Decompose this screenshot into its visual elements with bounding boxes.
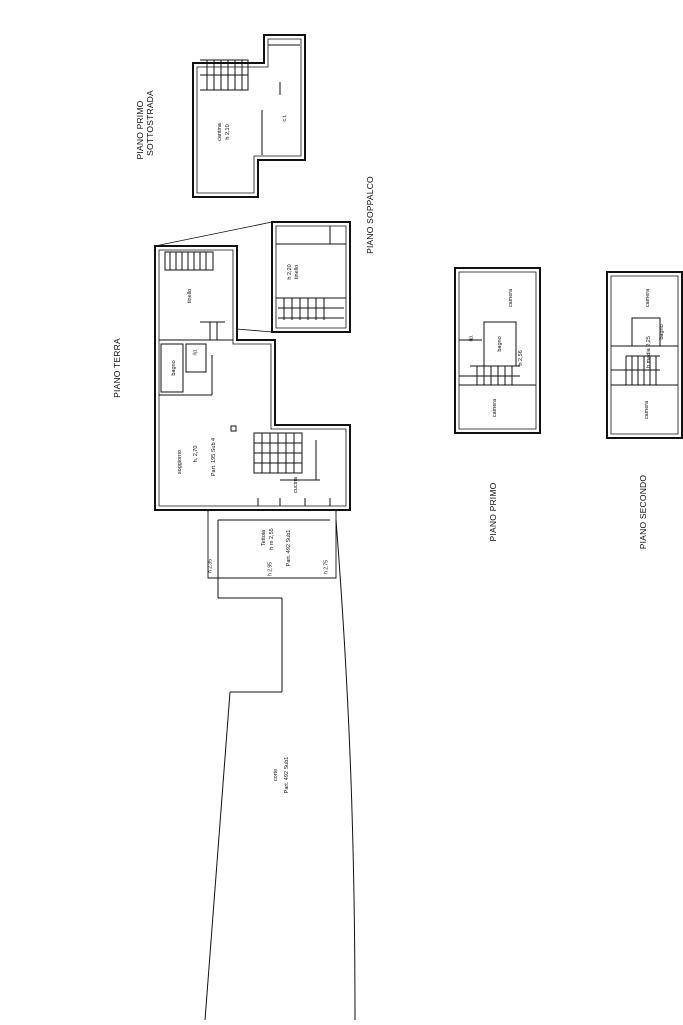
title-piano-terra: PIANO TERRA: [112, 338, 122, 398]
label-cantina-height: h 2,10: [225, 124, 231, 140]
label-cantina: cantina: [217, 123, 223, 141]
label-tinello: tinello: [187, 288, 193, 304]
label-secondo-height: h media 2,25: [646, 336, 652, 368]
label-primo-camera-bottom: camera: [492, 398, 498, 418]
label-cucina: cucina: [293, 477, 299, 493]
label-secondo-bagno: bagno: [659, 324, 665, 340]
label-tettoia-height: h m 2,55: [269, 528, 275, 550]
label-h235: h 2,35: [207, 559, 214, 573]
label-h295: h 2,95: [267, 562, 274, 576]
label-ct: c.t.: [282, 114, 288, 122]
plan-piano-primo: [454, 267, 541, 434]
plan-tettoia-corte: [204, 510, 356, 1021]
title-piano-secondo: PIANO SECONDO: [638, 474, 648, 550]
label-primo-camera-top: camera: [508, 288, 514, 308]
label-soppalco-tinello: tinello: [294, 264, 300, 280]
label-primo-height: h 2,56: [518, 350, 524, 366]
label-soggiorno-height: h. 2,70: [193, 445, 199, 463]
title-piano-primo-sottostrada-2: SOTTOSTRADA: [145, 90, 155, 156]
title-piano-soppalco: PIANO SOPPALCO: [365, 176, 375, 254]
label-corte: corte: [273, 768, 279, 782]
label-primo-bagno: bagno: [497, 336, 503, 352]
label-soggiorno: soggiorno: [177, 449, 183, 475]
label-tettoia-part: Part. 492 Sub1: [286, 529, 292, 567]
label-soppalco-height: h 2,20: [287, 264, 293, 280]
plan-piano-terra: [154, 245, 351, 511]
plan-piano-secondo: [606, 271, 683, 439]
label-terra-rip: rip.: [192, 348, 199, 356]
label-h275: h 2,75: [323, 560, 330, 574]
label-secondo-camera-top: camera: [645, 288, 651, 308]
title-piano-primo-sottostrada-1: PIANO PRIMO: [135, 100, 145, 160]
label-soggiorno-part: Part. 195 Sub 4: [211, 437, 217, 477]
plan-piano-soppalco: [154, 221, 351, 333]
label-corte-part: Part. 492 Sub1: [284, 756, 290, 794]
title-piano-primo: PIANO PRIMO: [488, 482, 498, 542]
label-terra-bagno: bagno: [171, 360, 177, 376]
label-primo-rip: rip.: [468, 334, 475, 342]
plan-piano-primo-sottostrada: [192, 34, 306, 198]
label-secondo-camera-bottom: camera: [644, 400, 650, 420]
label-tettoia: Tettoia: [261, 529, 267, 547]
